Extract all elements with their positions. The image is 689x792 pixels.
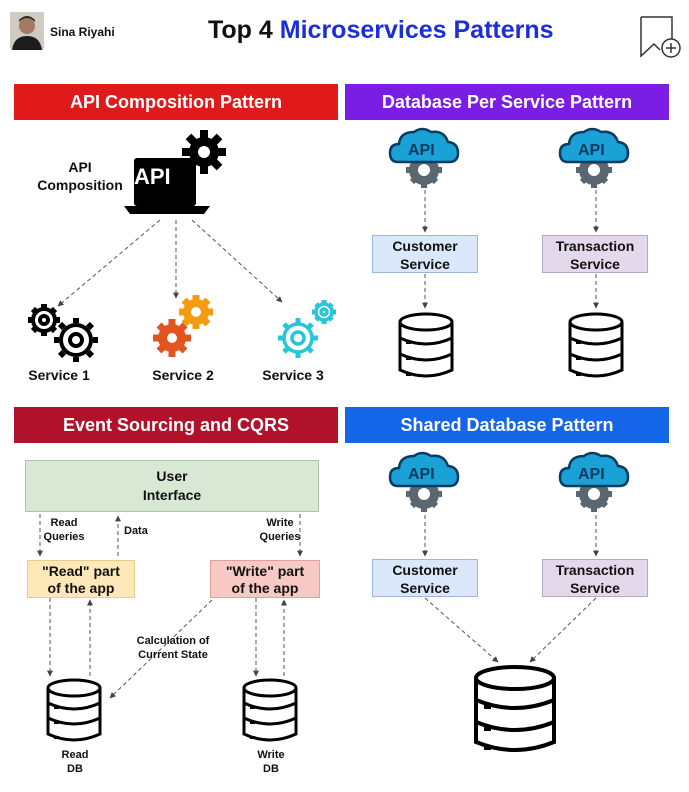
bookmark-plus-icon[interactable] [638,14,684,65]
api-cloud-text: API [408,142,435,159]
service-1-label: Service 1 [28,367,90,383]
write-part-box: "Write" part of the app [210,560,320,598]
api-cloud-gear-icon [386,126,462,197]
api-cloud-text: API [408,466,435,483]
api-cloud-gear-icon [556,126,632,197]
gear-icon [272,298,340,369]
laptop-api-icon [122,128,232,225]
customer-service-box: Customer Service [372,235,478,273]
write-db-label: Write DB [257,749,285,775]
transaction-service-box: Transaction Service [542,235,648,273]
api-cloud-text: API [578,466,605,483]
api-cloud-gear-icon [386,450,462,521]
transaction-service-box: Transaction Service [542,559,648,597]
gear-icon [150,292,220,367]
service-2-label: Service 2 [152,367,214,383]
write-queries-label: Write Queries [259,517,301,543]
title-prefix: Top 4 [208,16,273,44]
author-name: Sina Riyahi [50,25,115,39]
service-3-label: Service 3 [262,367,324,383]
read-queries-label: Read Queries [43,517,85,543]
database-icon [396,312,456,385]
page-title: Top 4 Microservices Patterns [208,16,554,45]
read-db-label: Read DB [61,749,89,775]
api-cloud-gear-icon [556,450,632,521]
database-icon [566,312,626,385]
shared-database-header: Shared Database Pattern [345,407,669,443]
api-composition-header: API Composition Pattern [14,84,338,120]
data-label: Data [124,525,148,537]
gear-icon [24,298,104,369]
database-icon [240,678,300,749]
calculation-label: Calculation of Current State [136,635,210,661]
api-composition-label: API Composition [37,159,123,193]
database-per-service-header: Database Per Service Pattern [345,84,669,120]
api-cloud-text: API [578,142,605,159]
laptop-api-text: API [134,164,171,189]
database-icon [472,664,558,761]
event-sourcing-header: Event Sourcing and CQRS [14,407,338,443]
title-highlight: Microservices Patterns [279,16,554,44]
database-icon [44,678,104,749]
user-interface-box: User Interface [25,460,319,512]
author-avatar [10,12,44,50]
customer-service-box: Customer Service [372,559,478,597]
read-part-box: "Read" part of the app [27,560,135,598]
